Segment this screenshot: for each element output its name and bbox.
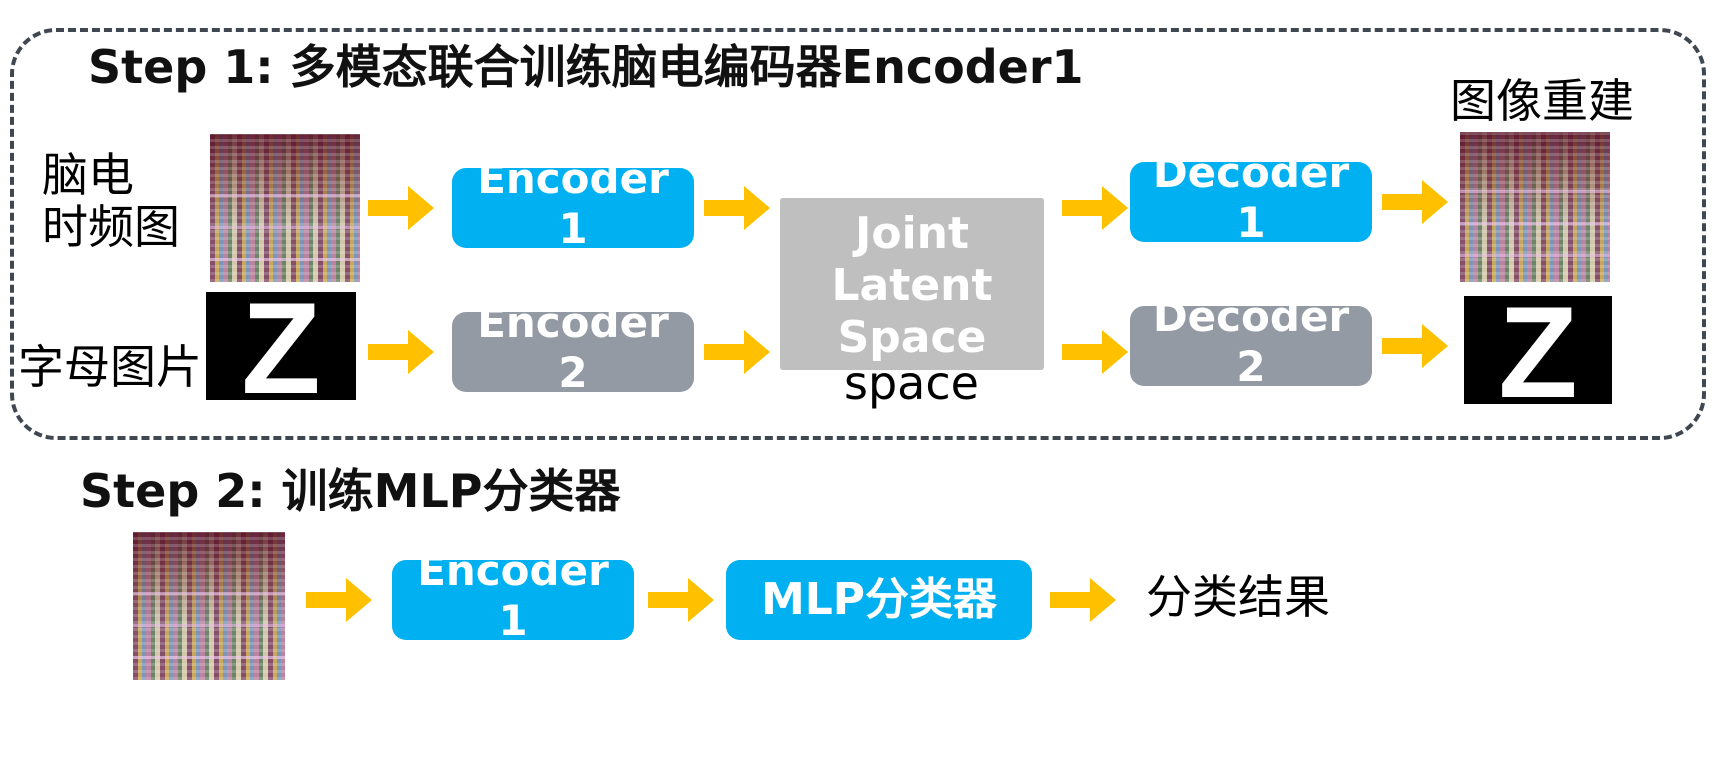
decoder1-label-line2: 1 — [1236, 198, 1266, 242]
encoder2-label-line2: 2 — [558, 348, 588, 392]
encoder2-box: Encoder 2 — [452, 312, 694, 392]
encoder2-label-line1: Encoder — [477, 312, 669, 347]
decoder2-label-line1: Decoder — [1152, 306, 1350, 341]
reconstructed-letter-z-image: Z — [1464, 296, 1612, 404]
eeg-label-line2: 时频图 — [42, 199, 180, 254]
step2-title: Step 2: 训练MLP分类器 — [80, 464, 621, 518]
reconstructed-spectrogram-image — [1460, 132, 1610, 282]
arrow-icon — [1062, 186, 1128, 230]
reconstruction-label: 图像重建 — [1450, 74, 1634, 128]
mlp-classifier-box: MLP分类器 — [726, 560, 1032, 640]
eeg-spectrogram-image — [210, 134, 360, 282]
step1-frame — [10, 28, 1706, 440]
letter-z-image: Z — [206, 292, 356, 400]
arrow-icon — [648, 578, 714, 622]
latent-label-line1: Joint — [854, 208, 970, 259]
letter-image-label: 字母图片 — [18, 340, 202, 394]
arrow-icon — [704, 330, 770, 374]
arrow-icon — [1062, 330, 1128, 374]
classification-result-label: 分类结果 — [1146, 570, 1330, 624]
arrow-icon — [1050, 578, 1116, 622]
encoder1-label-line1: Encoder — [477, 168, 669, 203]
step2-encoder1-label-line2: 1 — [498, 596, 528, 640]
step2-eeg-spectrogram-image — [133, 532, 285, 680]
encoder1-box: Encoder 1 — [452, 168, 694, 248]
arrow-icon — [368, 330, 434, 374]
arrow-icon — [306, 578, 372, 622]
latent-label-line3: Space — [837, 312, 987, 363]
decoder2-label-line2: 2 — [1236, 342, 1266, 386]
encoder1-label-line2: 1 — [558, 204, 588, 248]
eeg-label: 脑电 时频图 — [42, 148, 180, 254]
decoder1-box: Decoder 1 — [1130, 162, 1372, 242]
arrow-icon — [1382, 324, 1448, 368]
decoder1-label-line1: Decoder — [1152, 162, 1350, 197]
mlp-classifier-label: MLP分类器 — [760, 574, 998, 625]
latent-caption: space — [844, 356, 979, 410]
step2-encoder1-label-line1: Encoder — [417, 560, 609, 595]
eeg-label-line1: 脑电 — [42, 148, 134, 202]
step1-title: Step 1: 多模态联合训练脑电编码器Encoder1 — [88, 40, 1084, 94]
arrow-icon — [368, 186, 434, 230]
decoder2-box: Decoder 2 — [1130, 306, 1372, 386]
latent-label-line2: Latent — [831, 260, 993, 311]
arrow-icon — [1382, 180, 1448, 224]
arrow-icon — [704, 186, 770, 230]
step2-encoder1-box: Encoder 1 — [392, 560, 634, 640]
joint-latent-space-box: Joint Latent Space — [780, 198, 1044, 370]
